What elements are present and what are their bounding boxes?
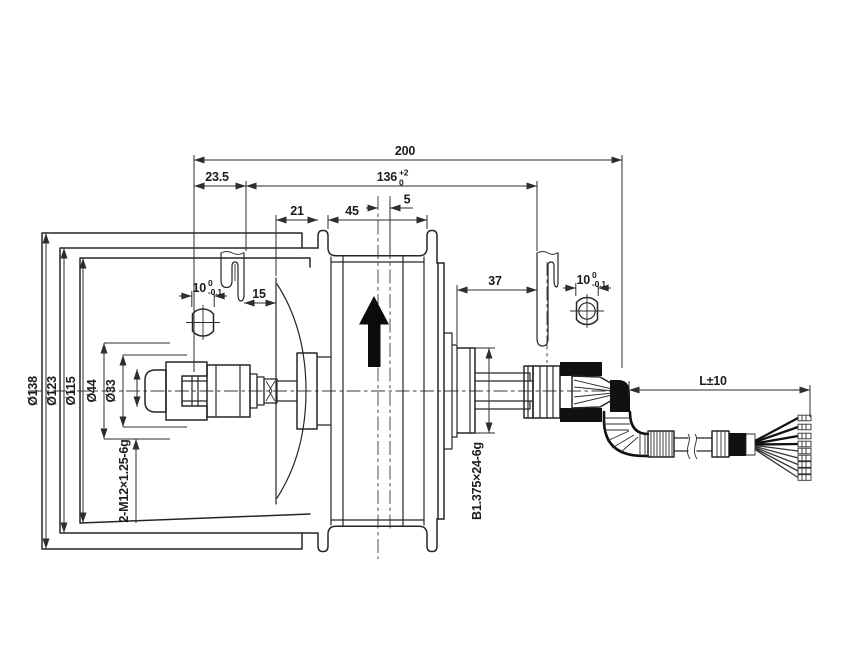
cable-elbow-inner — [628, 410, 650, 436]
left-washer-1 — [249, 373, 258, 409]
left-cover-dome-curve — [276, 283, 307, 499]
cable-shield-braid — [745, 433, 756, 456]
dim-21-label: 21 — [290, 204, 304, 218]
fan-out-wires-thin — [754, 444, 799, 479]
freewheel-thread-label: B1.375×24-6g — [470, 442, 484, 520]
dimension-21: 21 — [275, 204, 318, 276]
spoke-flanges-lower — [317, 518, 438, 553]
cable-jacket — [673, 437, 713, 452]
left-axle-flat-section — [186, 305, 220, 340]
freewheel-thread-callout: B1.375×24-6g — [470, 347, 495, 520]
cable-exit-cap — [610, 380, 630, 412]
left-hex-nut — [206, 364, 251, 418]
shell-diameter-123-outline — [59, 247, 319, 534]
wire-terminals — [797, 414, 812, 481]
axle-cross-section-left — [191, 308, 215, 337]
left-axle-assembly — [144, 352, 332, 430]
dimension-5: 5 — [366, 193, 413, 254]
flats-left-tol-lower: -0.1 — [208, 287, 222, 297]
cable-heatshrink-band — [729, 433, 746, 456]
axle-end-cap — [144, 369, 167, 413]
right-dropout — [536, 251, 559, 347]
left-dropout-break-line — [220, 251, 245, 255]
flats-right-tol-lower: -0.1 — [592, 279, 606, 289]
motor-body — [41, 229, 534, 553]
dia-123-label: Ø123 — [45, 376, 59, 406]
dimension-cable-length: L±10 — [628, 374, 811, 417]
dimension-15: 15 — [244, 287, 276, 307]
right-cover — [436, 262, 458, 520]
dim-136-tol-lower: 0 — [399, 178, 404, 188]
left-dropout — [220, 251, 245, 302]
dim-200-label: 200 — [395, 144, 416, 158]
dim-5-label: 5 — [404, 193, 411, 207]
serrated-lock-washer — [263, 378, 278, 404]
cable-gland-boot-bottom — [560, 408, 602, 422]
left-bearing-boss — [296, 352, 318, 430]
diameter-dimensions: Ø138 Ø123 Ø115 Ø44 Ø33 — [26, 233, 187, 549]
axle-thread-callout: 2-M12×1.25-6g — [117, 439, 140, 523]
dim-136-tol-upper: +2 — [399, 168, 409, 178]
dia-44-label: Ø44 — [85, 379, 99, 402]
cable-assembly — [602, 410, 812, 481]
dim-136-label: 136 — [377, 170, 398, 184]
dim-cable-length-label: L±10 — [699, 374, 727, 388]
dimension-45: 45 — [327, 204, 428, 229]
dim-15-label: 15 — [252, 287, 266, 301]
right-axle-assembly — [523, 362, 630, 422]
dim-37-label: 37 — [488, 274, 502, 288]
spoke-flanges-upper — [317, 229, 438, 264]
dimension-200: 200 — [193, 144, 623, 372]
shell-diameter-138-outline — [41, 232, 303, 550]
cable-sleeve-1 — [647, 430, 675, 458]
axle-cross-section-right — [575, 296, 599, 326]
dimension-axle-flats-left: 10 0 -0.1 — [179, 278, 227, 307]
cable-break-symbol — [686, 433, 698, 460]
cable-sleeve-2 — [711, 430, 730, 458]
flats-right-label: 10 — [576, 273, 590, 287]
flats-left-tol-upper: 0 — [208, 278, 213, 288]
axle-thread-label: 2-M12×1.25-6g — [117, 439, 131, 522]
freewheel-thread-section — [456, 347, 476, 434]
right-dropout-outline — [536, 252, 559, 347]
dim-45-label: 45 — [345, 204, 359, 218]
dimension-23_5-and-136: 23.5 136 +2 0 — [194, 168, 538, 251]
right-axle-flat-section — [570, 294, 604, 328]
right-dropout-break-line — [536, 251, 559, 255]
dia-138-label: Ø138 — [26, 376, 40, 406]
dia-115-label: Ø115 — [64, 376, 78, 405]
dimension-axle-flats-right: 10 0 -0.1 — [563, 270, 611, 296]
rotation-direction-arrow-icon — [359, 296, 389, 367]
dimension-37: 37 — [456, 274, 537, 344]
dia-33-label: Ø33 — [104, 379, 118, 402]
fan-out-wires-thick — [754, 416, 799, 446]
dim-23_5-label: 23.5 — [205, 170, 229, 184]
left-washer-2 — [256, 376, 265, 406]
left-dropout-outline — [220, 252, 245, 302]
flats-left-label: 10 — [192, 281, 206, 295]
cable-gland-boot-top — [560, 362, 602, 376]
flats-right-tol-upper: 0 — [592, 270, 597, 280]
elbow-corrugation — [604, 417, 646, 456]
